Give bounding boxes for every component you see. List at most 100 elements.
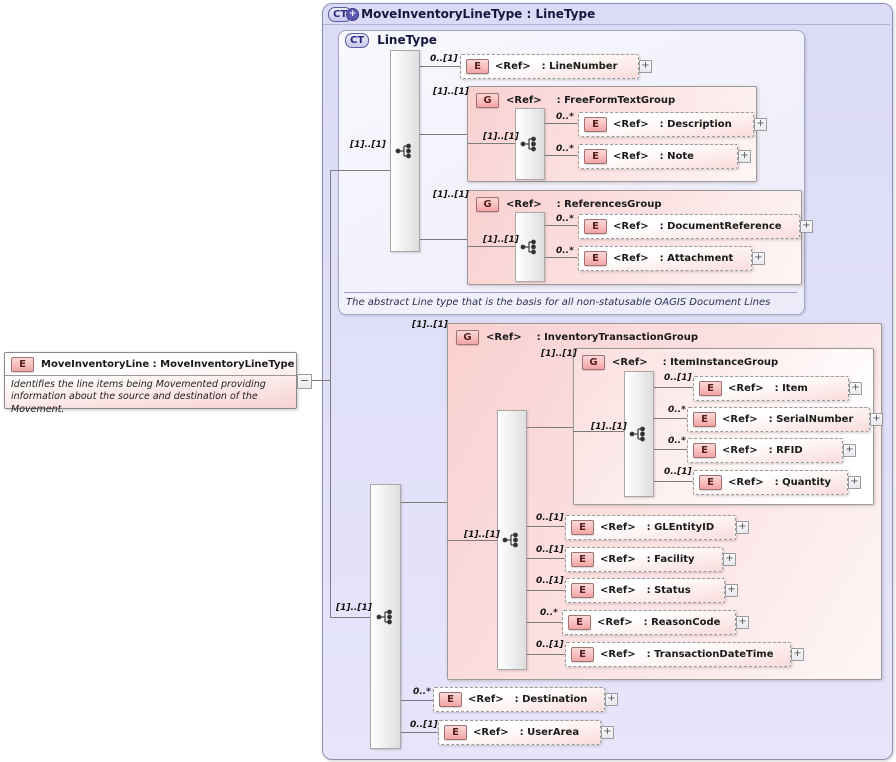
expand-icon[interactable]: + [843, 444, 856, 457]
element-badge: E [571, 647, 594, 662]
cardinality-label: [1]..[1] [541, 349, 577, 359]
sequence-icon [395, 143, 411, 159]
element-badge: E [699, 475, 722, 490]
expand-icon[interactable]: + [752, 252, 765, 265]
sequence-bar[interactable] [370, 484, 401, 749]
sequence-icon [520, 136, 536, 152]
complex-type-icon: CT [345, 32, 370, 48]
cardinality-label: 0..[1] [536, 513, 564, 523]
element-document-reference[interactable]: E <Ref> : DocumentReference + [578, 214, 813, 239]
element-reason-code[interactable]: E <Ref> : ReasonCode + [562, 610, 749, 635]
cardinality-label: 0..* [668, 436, 686, 446]
element-description[interactable]: E <Ref> : Description + [578, 112, 767, 137]
cardinality-label: 0..[1] [536, 545, 564, 555]
cardinality-label: 0..* [413, 687, 431, 697]
connector [418, 239, 467, 240]
element-move-inventory-line[interactable]: E MoveInventoryLine : MoveInventoryLineT… [4, 352, 297, 415]
element-transaction-date-time[interactable]: E <Ref> : TransactionDateTime + [565, 642, 804, 667]
cardinality-label: 0..[1] [664, 467, 692, 477]
element-badge: E [584, 149, 607, 164]
connector [543, 257, 578, 258]
cardinality-label: [1]..[1] [591, 422, 627, 432]
expand-icon[interactable]: + [736, 521, 749, 534]
connector [543, 123, 578, 124]
cardinality-label: [1]..[1] [412, 320, 448, 330]
element-note[interactable]: E <Ref> : Note + [578, 144, 751, 169]
header-divider [323, 24, 890, 25]
group-badge: G [582, 355, 605, 370]
expand-icon[interactable]: + [736, 616, 749, 629]
element-serial-number[interactable]: E <Ref> : SerialNumber + [687, 407, 883, 432]
cardinality-label: 0..* [556, 214, 574, 224]
element-attachment[interactable]: E <Ref> : Attachment + [578, 246, 765, 271]
element-badge: E [568, 615, 591, 630]
connector [652, 481, 693, 482]
connector [467, 246, 515, 247]
sequence-bar[interactable] [497, 410, 527, 670]
element-user-area[interactable]: E <Ref> : UserArea + [438, 720, 614, 745]
element-line-number[interactable]: E <Ref> : LineNumber + [460, 54, 652, 79]
element-item[interactable]: E <Ref> : Item + [693, 376, 862, 401]
expand-icon[interactable]: + [791, 648, 804, 661]
cardinality-label: 0..* [556, 112, 574, 122]
expand-icon[interactable]: + [601, 726, 614, 739]
connector [573, 431, 624, 432]
connector [418, 134, 467, 135]
group-badge: G [456, 330, 479, 345]
group-badge: G [476, 197, 499, 212]
sequence-icon [520, 239, 536, 255]
expand-icon[interactable]: + [605, 693, 618, 706]
expand-icon[interactable]: + [725, 584, 738, 597]
connector [525, 654, 565, 655]
element-badge: E [466, 59, 489, 74]
cardinality-label: [1]..[1] [464, 530, 500, 540]
element-status[interactable]: E <Ref> : Status + [565, 578, 738, 603]
source-element-header: E MoveInventoryLine : MoveInventoryLineT… [5, 353, 296, 374]
base-type-title: LineType [377, 33, 437, 47]
source-element-description: Identifies the line items being Movement… [11, 379, 266, 415]
group-title: G <Ref> : InventoryTransactionGroup [448, 324, 881, 348]
cardinality-label: [1]..[1] [483, 235, 519, 245]
connector [418, 66, 460, 67]
element-destination[interactable]: E <Ref> : Destination + [433, 687, 618, 712]
connector [330, 170, 390, 171]
connector [525, 590, 565, 591]
sequence-bar[interactable] [390, 50, 420, 252]
element-badge: E [699, 381, 722, 396]
expand-icon[interactable]: + [848, 476, 861, 489]
cardinality-label: 0..[1] [536, 640, 564, 650]
cardinality-label: 0..* [540, 608, 558, 618]
element-gl-entity-id[interactable]: E <Ref> : GLEntityID + [565, 515, 749, 540]
expand-icon[interactable]: + [870, 413, 883, 426]
connector [652, 387, 693, 388]
cardinality-label: 0..[1] [664, 373, 692, 383]
collapse-icon[interactable]: − [297, 374, 312, 389]
element-facility[interactable]: E <Ref> : Facility + [565, 547, 736, 572]
sequence-bar[interactable] [624, 371, 654, 497]
connector [399, 502, 447, 503]
cardinality-label: 0..[1] [430, 54, 458, 64]
element-badge: E [584, 251, 607, 266]
sequence-bar[interactable] [515, 108, 545, 180]
expand-icon[interactable]: + [639, 60, 652, 73]
expand-icon[interactable]: + [754, 118, 767, 131]
element-badge: E [584, 219, 607, 234]
group-title: G <Ref> : ItemInstanceGroup [574, 349, 873, 373]
element-badge: E [11, 357, 34, 372]
element-quantity[interactable]: E <Ref> : Quantity + [693, 470, 861, 495]
element-badge: E [444, 725, 467, 740]
sequence-bar[interactable] [515, 212, 545, 282]
expand-icon[interactable]: + [723, 553, 736, 566]
sequence-icon [629, 426, 645, 442]
element-rfid[interactable]: E <Ref> : RFID + [687, 438, 856, 463]
group-title: G <Ref> : ReferencesGroup [468, 191, 801, 215]
element-badge: E [571, 552, 594, 567]
cardinality-label: 0..* [556, 246, 574, 256]
expand-icon[interactable]: + [738, 150, 751, 163]
expand-icon[interactable]: + [800, 220, 813, 233]
expand-icon[interactable]: + [849, 382, 862, 395]
element-badge: E [439, 692, 462, 707]
group-badge: G [476, 93, 499, 108]
element-badge: E [693, 412, 716, 427]
